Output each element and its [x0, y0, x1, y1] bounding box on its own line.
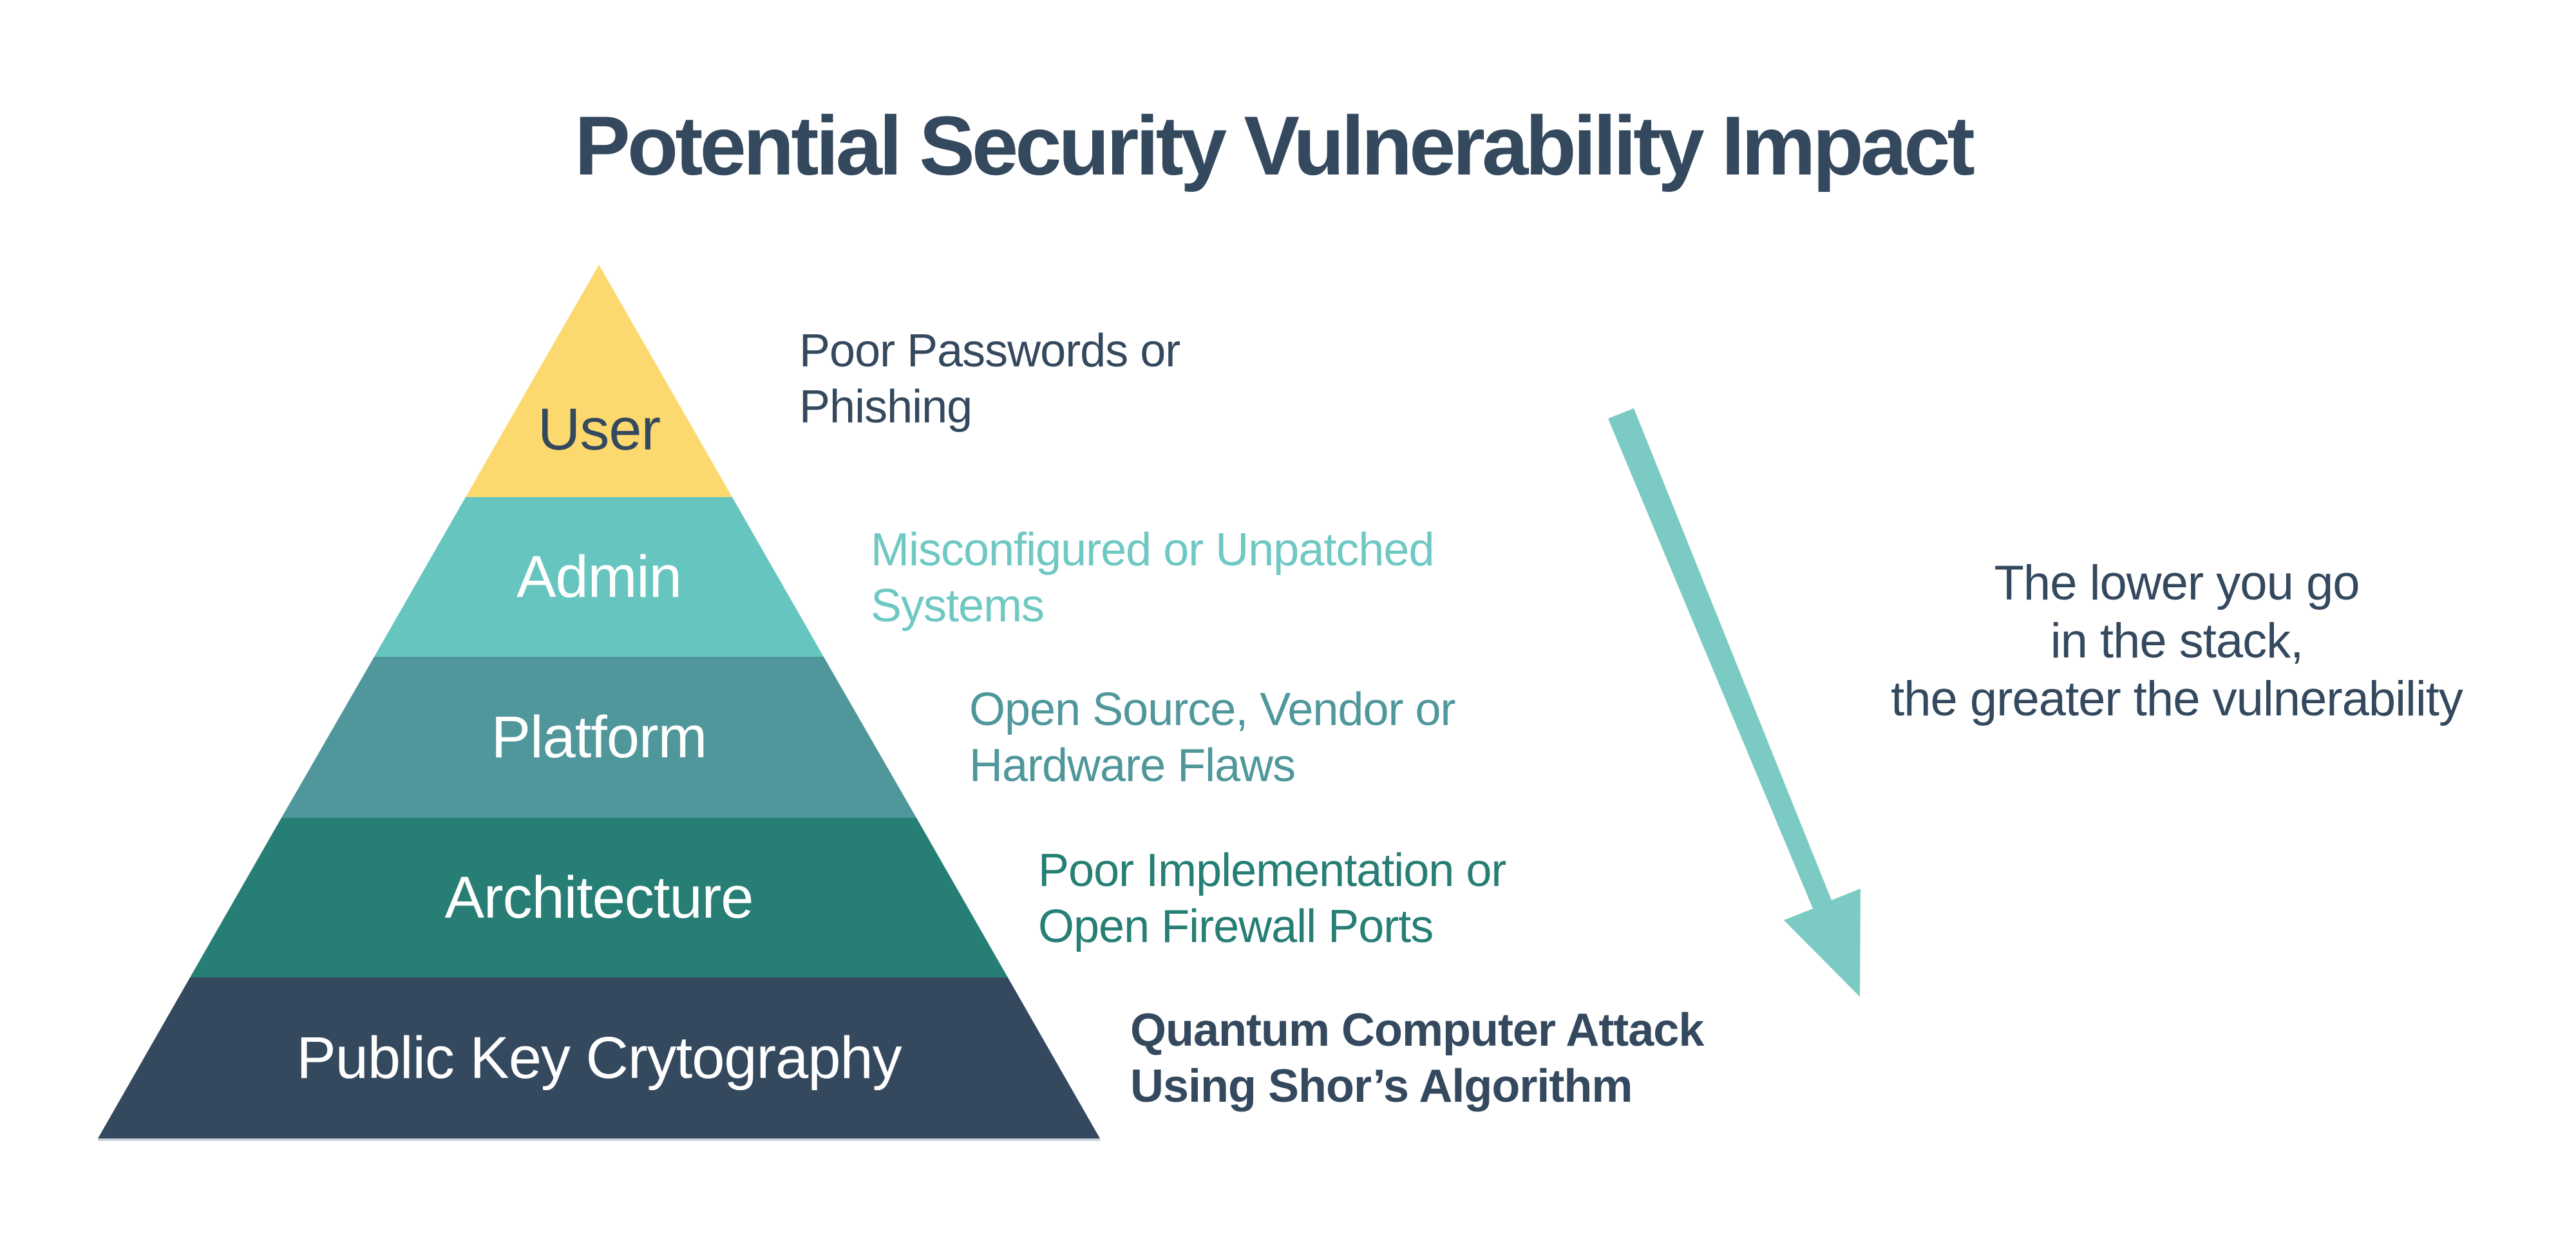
pyramid-layer-platform-label: Platform	[491, 704, 708, 770]
description-admin: Misconfigured or Unpatched Systems	[871, 524, 1434, 632]
description-architecture: Poor Implementation or Open Firewall Por…	[1038, 845, 1506, 952]
description-public-key-cryptography: Quantum Computer Attack Using Shor’s Alg…	[1130, 1005, 1704, 1112]
pyramid-layer-architecture: Architecture	[190, 818, 1008, 977]
pyramid-layer-platform: Platform	[281, 657, 916, 818]
page-title: Potential Security Vulnerability Impact	[574, 99, 1975, 193]
downward-arrow-icon	[1608, 408, 1861, 997]
pyramid-layer-public-key-cryptography-label: Public Key Crytography	[296, 1024, 902, 1091]
description-user: Poor Passwords or Phishing	[799, 325, 1180, 433]
pyramid-layer-user-label: User	[537, 397, 661, 462]
description-platform: Open Source, Vendor or Hardware Flaws	[969, 684, 1455, 791]
pyramid-diagram: User Admin Platform Architecture Public …	[98, 265, 1100, 1138]
pyramid-base-shadow-line	[98, 1138, 1100, 1141]
pyramid-layer-public-key-cryptography: Public Key Crytography	[98, 977, 1100, 1138]
pyramid-layer-admin-label: Admin	[516, 543, 682, 610]
downward-arrow-shape	[1608, 408, 1861, 997]
pyramid-layer-architecture-label: Architecture	[444, 864, 754, 930]
arrow-annotation: The lower you go in the stack, the great…	[1891, 556, 2463, 726]
